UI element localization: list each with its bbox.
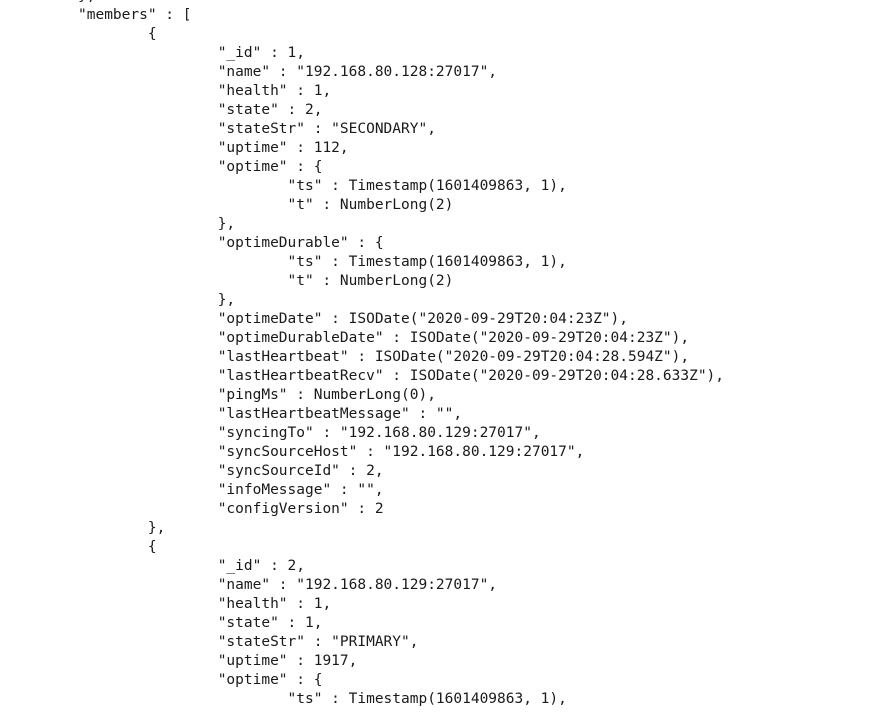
terminal-line: "ts" : Timestamp(1601409863, 1), [78,691,567,707]
terminal-line: "t" : NumberLong(2) [78,273,454,289]
terminal-line: }, [78,216,236,232]
terminal-line: { [78,26,157,42]
terminal-line: "members" : [ [78,7,192,23]
terminal-line: "syncingTo" : "192.168.80.129:27017", [78,425,541,441]
terminal-line: "name" : "192.168.80.129:27017", [78,577,498,593]
terminal-line: }, [78,520,166,536]
terminal-line: "optimeDurable" : { [78,235,384,251]
terminal-line: "health" : 1, [78,596,332,612]
terminal-line: "optime" : { [78,672,323,688]
terminal-line: "optimeDurableDate" : ISODate("2020-09-2… [78,330,690,346]
terminal-line: "state" : 1, [78,615,323,631]
terminal-line: "syncSourceId" : 2, [78,463,384,479]
terminal-line: "optimeDate" : ISODate("2020-09-29T20:04… [78,311,628,327]
terminal-line: "uptime" : 112, [78,140,349,156]
terminal-line: "ts" : Timestamp(1601409863, 1), [78,254,567,270]
terminal-line: "syncSourceHost" : "192.168.80.129:27017… [78,444,585,460]
terminal-line: "_id" : 1, [78,45,305,61]
terminal-line: "t" : NumberLong(2) [78,197,454,213]
terminal-lines: },"members" : [ { "_id" : 1, "name" : "1… [78,0,724,709]
terminal-line: "stateStr" : "PRIMARY", [78,634,419,650]
terminal-line: "infoMessage" : "", [78,482,384,498]
terminal-line: }, [78,0,724,6]
terminal-line: "health" : 1, [78,83,332,99]
terminal-line: "configVersion" : 2 [78,501,384,517]
terminal-line: "lastHeartbeatMessage" : "", [78,406,463,422]
terminal-line: "state" : 2, [78,102,323,118]
terminal-line: "ts" : Timestamp(1601409863, 1), [78,178,567,194]
terminal-line: "pingMs" : NumberLong(0), [78,387,436,403]
terminal-line: "lastHeartbeat" : ISODate("2020-09-29T20… [78,349,690,365]
terminal-line: "stateStr" : "SECONDARY", [78,121,436,137]
terminal-line: { [78,539,157,555]
terminal-line: "lastHeartbeatRecv" : ISODate("2020-09-2… [78,368,725,384]
terminal-line: "name" : "192.168.80.128:27017", [78,64,498,80]
terminal-line: "uptime" : 1917, [78,653,358,669]
terminal-line: "optime" : { [78,159,323,175]
terminal-line: }, [78,292,236,308]
terminal-line: "_id" : 2, [78,558,305,574]
